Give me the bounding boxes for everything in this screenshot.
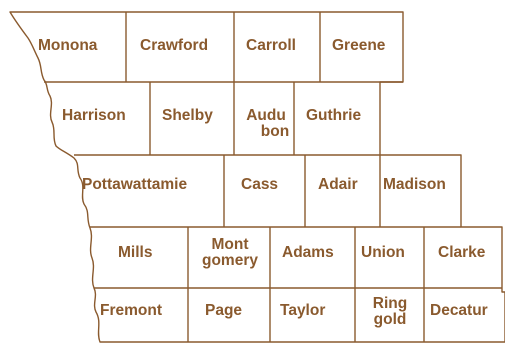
county-label-clarke: Clarke: [438, 244, 486, 261]
county-label-page: Page: [205, 302, 243, 319]
county-label-montgomery: Mont gomery: [190, 237, 270, 269]
county-label-adair: Adair: [318, 176, 358, 193]
county-borders: [9, 11, 505, 343]
county-label-shelby: Shelby: [162, 107, 213, 124]
county-label-decatur: Decatur: [430, 302, 488, 319]
state-outline: [9, 11, 505, 343]
county-label-taylor: Taylor: [280, 302, 326, 319]
county-label-carroll: Carroll: [246, 37, 296, 54]
county-label-greene: Greene: [332, 37, 386, 54]
county-label-madison: Madison: [383, 176, 446, 193]
county-label-adams: Adams: [282, 244, 334, 261]
county-label-audubon: Audu bon: [238, 108, 294, 140]
county-label-monona: Monona: [38, 37, 98, 54]
county-label-cass: Cass: [241, 176, 279, 193]
county-label-crawford: Crawford: [140, 37, 209, 54]
county-label-guthrie: Guthrie: [306, 107, 362, 124]
county-label-union: Union: [361, 244, 405, 261]
county-label-mills: Mills: [118, 244, 153, 261]
county-label-audubon-line1: Audu: [246, 107, 286, 124]
county-label-harrison: Harrison: [62, 107, 126, 124]
county-label-audubon-line2: bon: [260, 123, 290, 140]
county-label-montgomery-line2: gomery: [202, 252, 258, 269]
county-label-ringgold-line2: gold: [373, 311, 407, 328]
county-label-ringgold-line1: Ring: [372, 295, 408, 312]
county-label-fremont: Fremont: [100, 302, 162, 319]
county-label-montgomery-line1: Mont: [211, 236, 249, 253]
county-label-ringgold: Ring gold: [356, 296, 424, 328]
county-label-pottawattamie: Pottawattamie: [82, 176, 188, 193]
